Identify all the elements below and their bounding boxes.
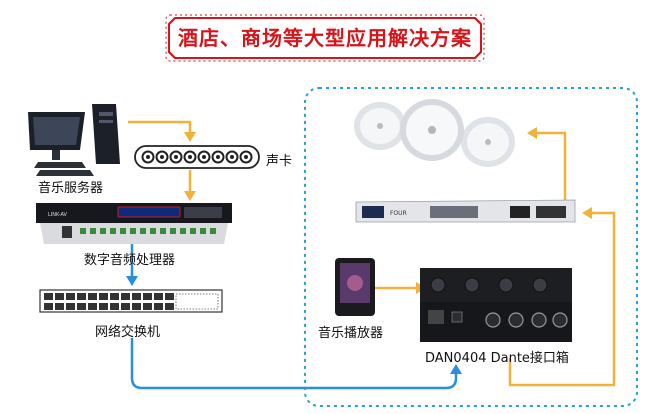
line-switch-to-dante [130, 338, 458, 390]
dsp-device-icon: LINK-AV [36, 203, 232, 244]
music-player-icon [335, 258, 375, 316]
arrow-to-dsp [184, 191, 196, 201]
svg-text:FOUR: FOUR [390, 210, 407, 217]
label-switch: 网络交换机 [95, 325, 161, 340]
dante-box-icon [420, 268, 572, 342]
line-dante-to-amp [508, 211, 616, 387]
page-title: 酒店、商场等大型应用解决方案 [178, 26, 472, 50]
label-dsp: 数字音频处理器 [84, 253, 176, 268]
line-amp-to-speakers [535, 131, 567, 200]
label-music-server: 音乐服务器 [38, 181, 104, 196]
title-banner: 酒店、商场等大型应用解决方案 [165, 12, 485, 64]
ceiling-speakers-icon [354, 99, 515, 167]
line-server-to-card [128, 120, 192, 134]
arrow-to-card [184, 132, 196, 142]
network-switch-icon [39, 289, 223, 313]
label-sound-card: 声卡 [266, 154, 293, 169]
arrow-to-switch [126, 276, 138, 286]
arrow-to-amp [582, 207, 592, 219]
label-music-player: 音乐播放器 [318, 326, 384, 341]
arrow-up-to-dante [450, 364, 462, 374]
banner-frame [165, 14, 485, 62]
svg-text:LINK-AV: LINK-AV [48, 212, 68, 218]
label-dante-box: DAN0404 Dante接口箱 [425, 351, 569, 366]
computer-icon [28, 104, 120, 176]
arrow-to-speakers [527, 127, 537, 139]
sound-card-icon [134, 145, 260, 169]
amplifier-icon: FOUR [355, 199, 576, 223]
dante-zone-border [304, 87, 638, 407]
